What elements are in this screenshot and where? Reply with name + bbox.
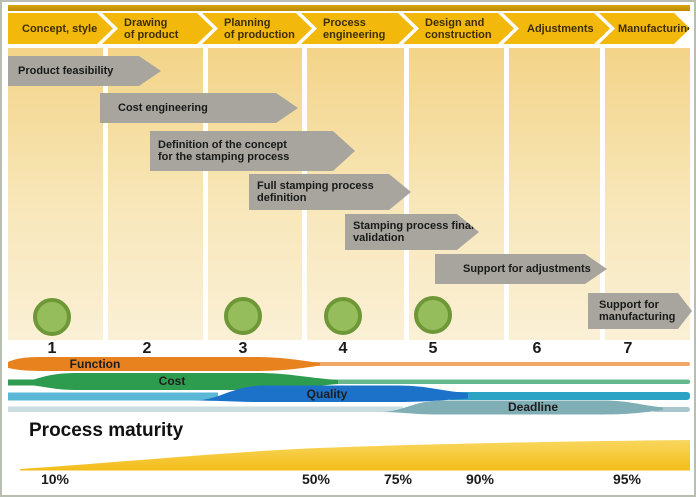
phase-chevron-process-engineering: Process engineering [301, 13, 414, 44]
phase-label: Adjustments [527, 22, 594, 35]
quality-band-label: Quality [306, 387, 348, 401]
phase-column [409, 48, 504, 340]
activity-arrow-final-validation: Stamping process final validation [345, 214, 479, 250]
activity-label: Full stamping process definition [257, 179, 374, 204]
deadline-band-label: Deadline [507, 400, 559, 414]
function-band-thin [303, 362, 690, 366]
maturity-wedge-graphic [20, 440, 690, 471]
process-maturity-title: Process maturity [29, 420, 184, 441]
criteria-bands-graphic [8, 357, 690, 415]
deadline-band-thin [8, 406, 403, 412]
phase-label: Manufacturing [618, 22, 694, 35]
activity-label: Stamping process final validation [353, 219, 475, 244]
phase-label: Planning of production [224, 16, 295, 41]
phase-column [605, 48, 690, 340]
stage-number: 1 [47, 340, 57, 357]
cost-band-thin [326, 379, 690, 384]
cost-band [8, 373, 338, 390]
function-band-label: Function [69, 357, 121, 371]
activity-label: Support for manufacturing [599, 298, 676, 323]
milestone-circle-stage-3 [224, 297, 262, 335]
top-accent-bar [8, 5, 690, 11]
phase-label: Design and construction [425, 16, 492, 41]
maturity-percent: 95% [612, 471, 642, 487]
phase-chevron-drawing-of-product: Drawing of product [102, 13, 213, 44]
stage-number: 3 [238, 340, 248, 357]
quality-band [193, 385, 468, 402]
phase-label: Process engineering [323, 16, 386, 41]
activity-arrow-product-feasibility: Product feasibility [8, 56, 161, 86]
cost-band-label: Cost [158, 374, 186, 388]
activity-arrow-cost-engineering: Cost engineering [100, 93, 298, 123]
phase-chevron-manufacturing: Manufacturing [599, 13, 690, 44]
stage-number: 4 [338, 340, 348, 357]
phase-chevron-design-and-construction: Design and construction [403, 13, 514, 44]
maturity-percent: 50% [301, 471, 331, 487]
phase-label: Drawing of product [124, 16, 179, 41]
maturity-percent: 10% [40, 471, 70, 487]
maturity-percent: 90% [465, 471, 495, 487]
phase-chevron-planning-of-production: Planning of production [202, 13, 312, 44]
milestone-circle-stage-1 [33, 298, 71, 336]
activity-arrow-support-manufacturing: Support for manufacturing [588, 293, 692, 329]
phase-column [108, 48, 203, 340]
stage-number: 2 [142, 340, 152, 357]
phase-label: Concept, style [22, 22, 98, 35]
stage-number: 6 [532, 340, 542, 357]
activity-label: Definition of the concept for the stampi… [158, 138, 290, 163]
activity-arrow-stamping-concept-definition: Definition of the concept for the stampi… [150, 131, 355, 171]
activity-arrow-full-stamping-definition: Full stamping process definition [249, 174, 411, 210]
maturity-percent: 75% [383, 471, 413, 487]
function-band [8, 357, 320, 371]
maturity-wedge [20, 440, 690, 471]
activity-label: Cost engineering [118, 101, 208, 114]
activity-arrow-support-adjustments: Support for adjustments [435, 254, 607, 284]
quality-band-tail [448, 392, 690, 400]
deadline-band [378, 400, 663, 415]
activity-label: Product feasibility [18, 64, 114, 77]
milestone-circle-stage-4 [324, 297, 362, 335]
phase-chevron-concept-style: Concept, style [8, 13, 113, 44]
phase-column [509, 48, 600, 340]
phase-column [8, 48, 103, 340]
stage-number: 5 [428, 340, 438, 357]
quality-band-lead [8, 392, 218, 401]
milestone-circle-stage-5 [414, 296, 452, 334]
activity-label: Support for adjustments [463, 262, 591, 275]
stage-number: 7 [623, 340, 633, 357]
phase-chevron-adjustments: Adjustments [503, 13, 610, 44]
